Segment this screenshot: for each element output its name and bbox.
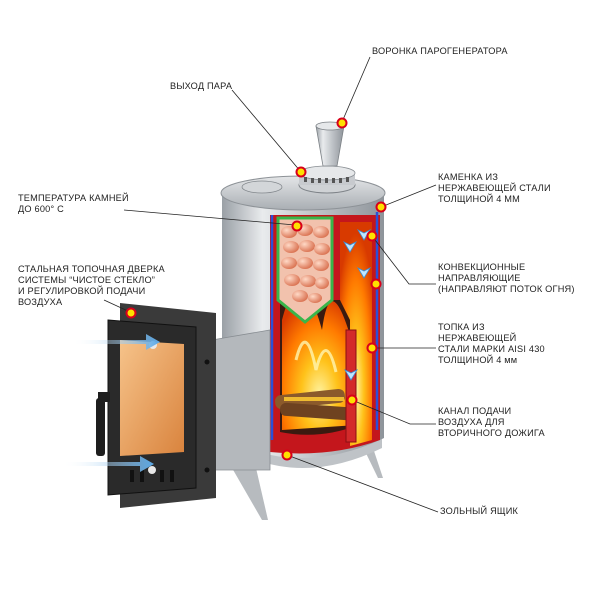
firebox-door-assembly (62, 303, 271, 508)
label-steam-outlet: ВЫХОД ПАРА (170, 81, 233, 91)
label-convection: КОНВЕКЦИОННЫЕ НАПРАВЛЯЮЩИЕ (НАПРАВЛЯЮТ П… (438, 262, 575, 294)
door-marker (125, 307, 137, 319)
leg-left (232, 468, 268, 520)
firebox-marker (366, 342, 378, 354)
air-flow-arrows (342, 229, 372, 381)
door-tunnel (211, 329, 271, 471)
cutaway-section (270, 212, 380, 454)
marker-dots (125, 117, 387, 461)
firewood (275, 388, 352, 421)
label-air-channel: КАНАЛ ПОДАЧИ ВОЗДУХА ДЛЯ ВТОРИЧНОГО ДОЖИ… (438, 406, 545, 438)
label-stones-temp: ТЕМПЕРАТУРА КАМНЕЙ ДО 600° С (18, 193, 129, 214)
steam-generator-funnel (315, 125, 345, 167)
steam-outlet-marker (295, 166, 307, 178)
door-glass (120, 340, 184, 456)
label-kamenka: КАМЕНКА ИЗ НЕРЖАВЕЮЩЕЙ СТАЛИ ТОЛЩИНОЙ 4 … (438, 172, 551, 204)
funnel-marker (336, 117, 348, 129)
label-door: СТАЛЬНАЯ ТОПОЧНАЯ ДВЕРКА СИСТЕМЫ “ЧИСТОЕ… (18, 264, 165, 307)
air-channel-marker (346, 394, 358, 406)
label-firebox: ТОПКА ИЗ НЕРЖАВЕЮЩЕЙ СТАЛИ МАРКИ AISI 43… (438, 322, 545, 365)
convection-marker-2 (370, 278, 382, 290)
door-handle (96, 398, 105, 456)
label-funnel: ВОРОНКА ПАРОГЕНЕРАТОРА (372, 46, 508, 56)
secondary-air-pipe (345, 329, 357, 443)
leader-lines (103, 56, 439, 513)
stones-marker (291, 220, 303, 232)
air-intake-arrows (62, 334, 160, 472)
steam-outlet-holes (304, 177, 349, 183)
label-ash-box: ЗОЛЬНЫЙ ЯЩИК (440, 506, 519, 516)
air-intake-slots (130, 470, 174, 482)
kamenka-marker (375, 201, 387, 213)
convection-marker (366, 230, 378, 242)
ash-marker (281, 449, 293, 461)
